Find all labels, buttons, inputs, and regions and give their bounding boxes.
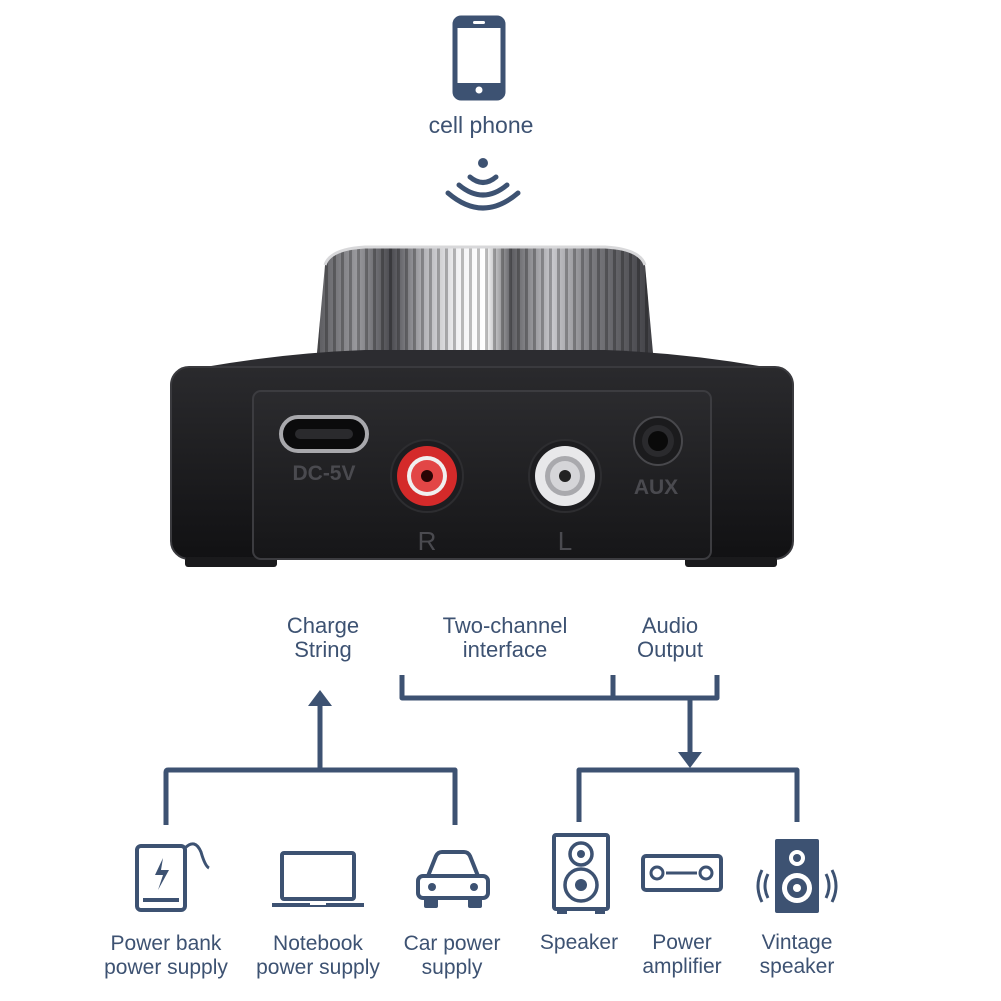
- arrow-up-icon: [308, 690, 332, 706]
- speaker-icon: [552, 833, 610, 914]
- aux-port-label: AUX: [634, 476, 678, 499]
- wireless-signal-icon: [445, 158, 521, 211]
- laptop-icon: [272, 851, 364, 907]
- bluetooth-receiver-device: DC-5V R L AUX: [170, 245, 794, 567]
- left-channel-label: L: [558, 526, 572, 556]
- arrow-down-icon: [678, 752, 702, 768]
- output-label-speaker: Speaker: [539, 931, 619, 954]
- cell-phone-label: cell phone: [428, 112, 534, 138]
- amplifier-icon: [641, 854, 723, 892]
- cell-phone-icon: [452, 15, 506, 101]
- right-channel-label: R: [418, 526, 437, 556]
- power-bank-icon: [135, 842, 210, 912]
- car-icon: [416, 850, 490, 908]
- vintage-speaker-icon: [756, 839, 838, 913]
- dc-port-label: DC-5V: [292, 462, 355, 485]
